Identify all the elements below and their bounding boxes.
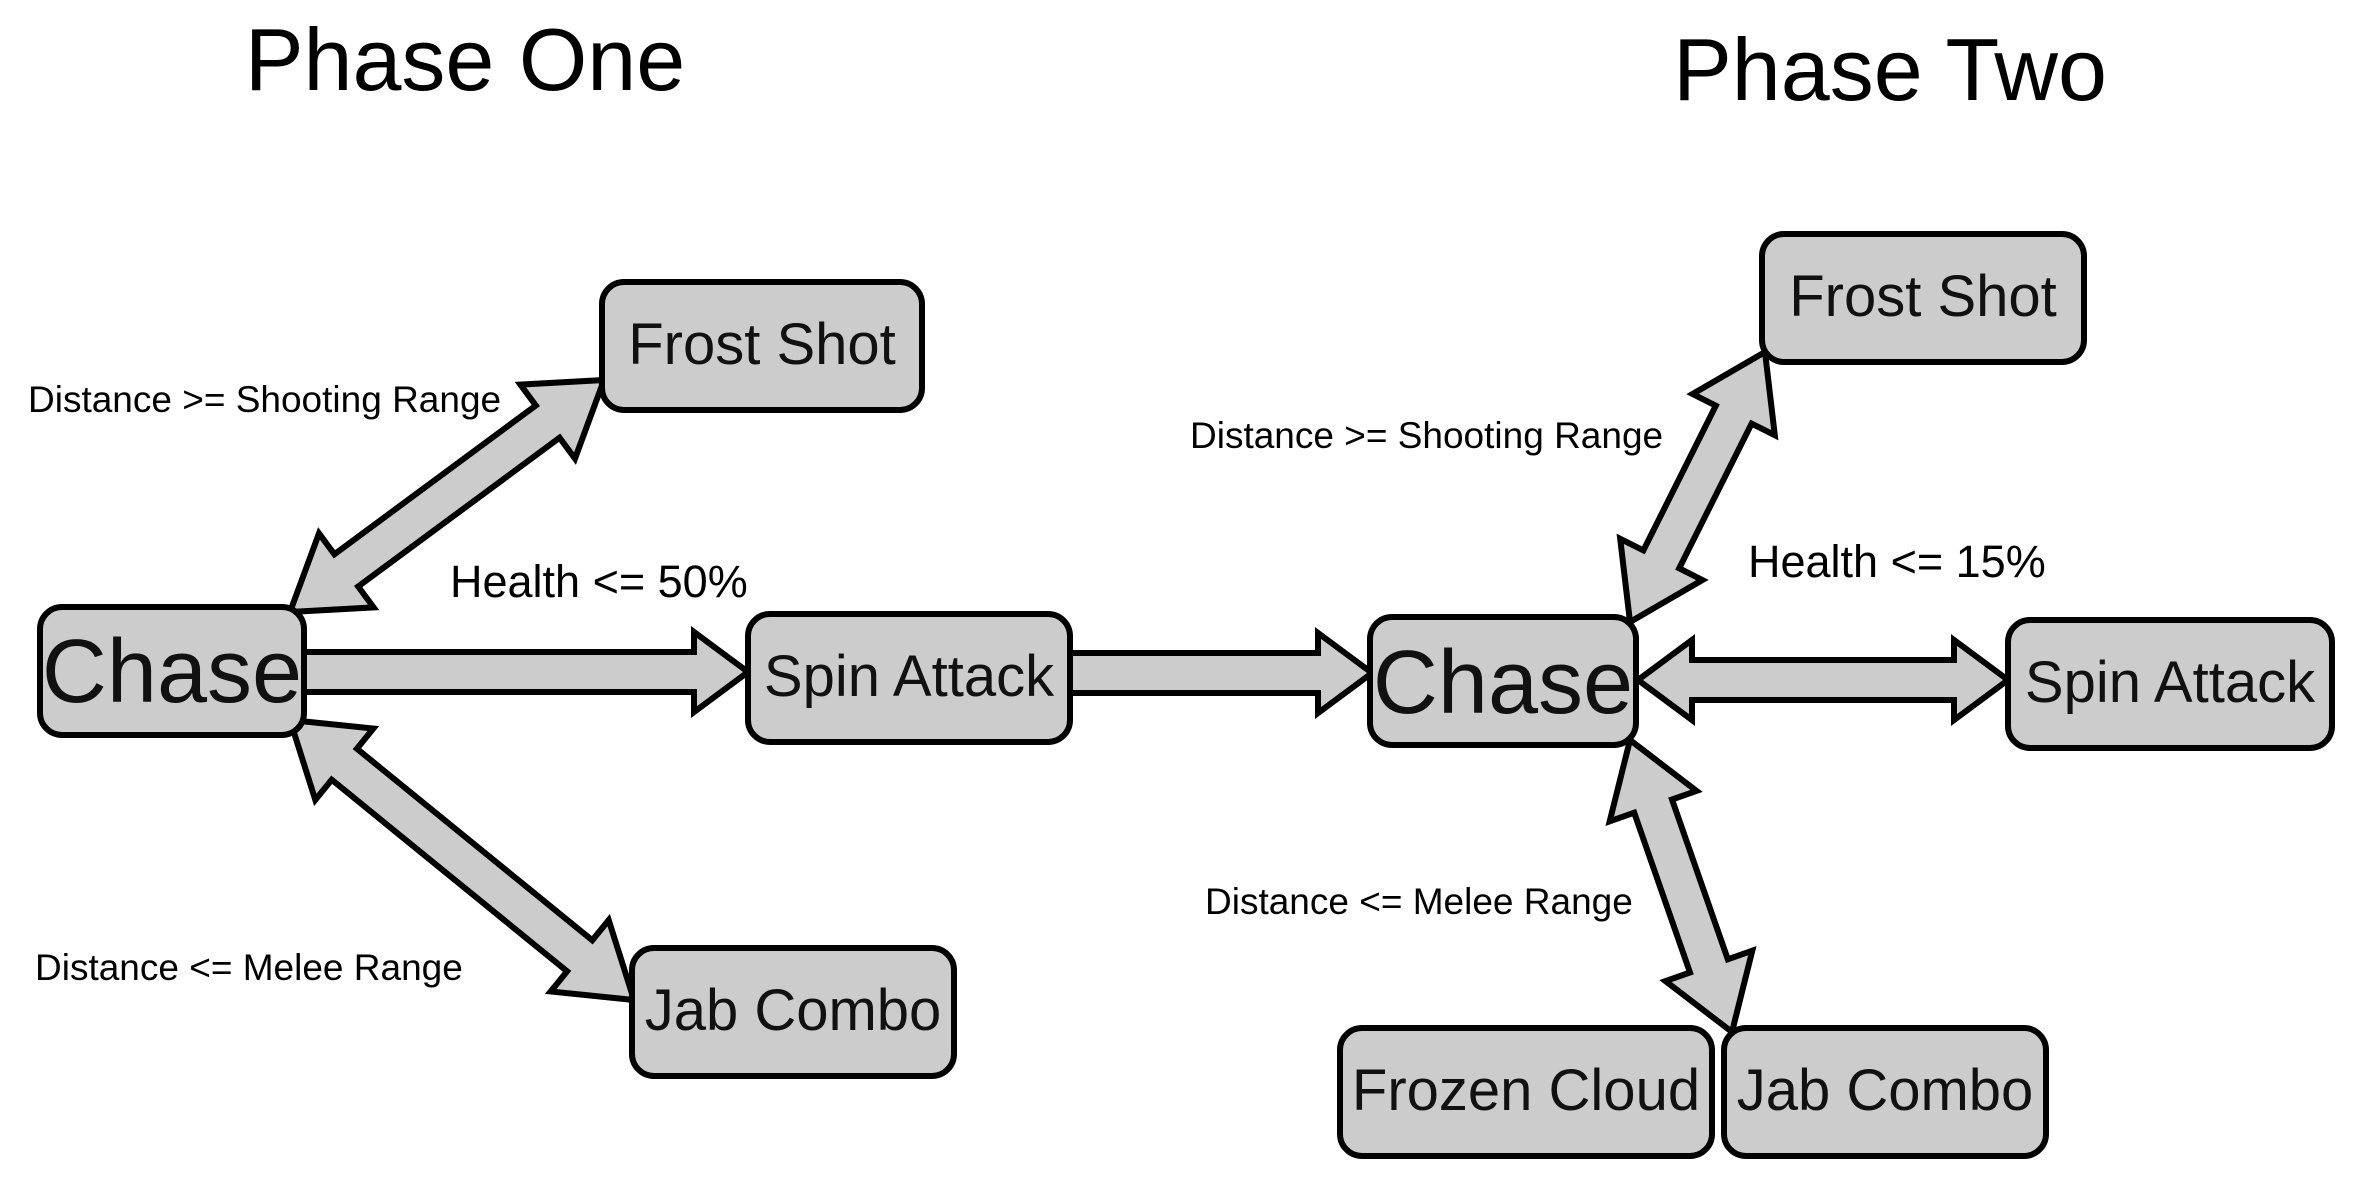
phase-one-jab-combo-label: Jab Combo bbox=[645, 978, 942, 1043]
phase-two-jab-combo-node: Jab Combo bbox=[1721, 1025, 2049, 1159]
phase-two-chase-label: Chase bbox=[1373, 633, 1633, 733]
phase-two-frozen-cloud-node: Frozen Cloud bbox=[1337, 1025, 1715, 1159]
phase-two-frost-shot-node: Frost Shot bbox=[1759, 231, 2087, 365]
phase-one-spin-attack-node: Spin Attack bbox=[745, 611, 1073, 745]
phase-two-frozen-cloud-label: Frozen Cloud bbox=[1352, 1058, 1700, 1123]
phase-one-jab-combo-node: Jab Combo bbox=[629, 945, 957, 1079]
phase-two-health-condition: Health <= 15% bbox=[1748, 536, 2046, 587]
phase-one-melee-condition: Distance <= Melee Range bbox=[35, 947, 463, 988]
phase-two-frost-shot-label: Frost Shot bbox=[1789, 264, 2057, 329]
phase-one-health-condition: Health <= 50% bbox=[450, 556, 748, 607]
phase-two-title: Phase Two bbox=[1673, 20, 2107, 119]
phase-two-spin-attack-label: Spin Attack bbox=[2025, 650, 2316, 715]
phase-one-frost-shot-label: Frost Shot bbox=[628, 312, 896, 377]
phase-two-spin-attack-node: Spin Attack bbox=[2005, 617, 2335, 751]
phase-one-chase-label: Chase bbox=[42, 622, 302, 722]
phase-two-shooting-condition: Distance >= Shooting Range bbox=[1190, 415, 1663, 456]
phase-one-shooting-condition: Distance >= Shooting Range bbox=[28, 379, 501, 420]
phase-one-frost-shot-node: Frost Shot bbox=[599, 279, 925, 413]
phase-two-melee-condition: Distance <= Melee Range bbox=[1205, 881, 1633, 922]
phase-one-title: Phase One bbox=[245, 10, 685, 109]
phase-one-chase-node: Chase bbox=[37, 604, 307, 738]
arrow-p1-spin-p2chase bbox=[1065, 627, 1378, 719]
phase-two-jab-combo-label: Jab Combo bbox=[1737, 1058, 2034, 1123]
arrow-p1-chase-spin bbox=[297, 626, 754, 718]
transition-arrows bbox=[285, 347, 2014, 1038]
arrow-p2-chase-spin bbox=[1632, 634, 2014, 726]
phase-one-spin-attack-label: Spin Attack bbox=[764, 644, 1055, 709]
phase-two-chase-node: Chase bbox=[1367, 614, 1639, 748]
